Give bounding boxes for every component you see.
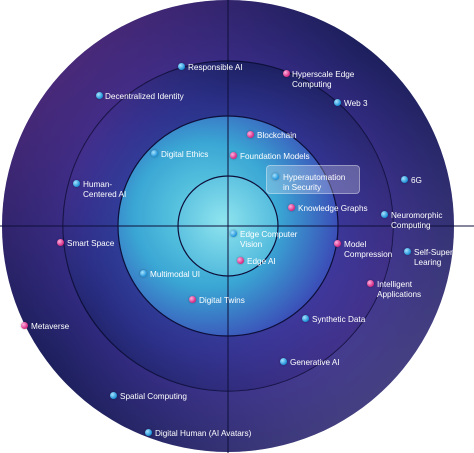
dot-6g (401, 176, 408, 183)
label-neuromorphic-computing: Neuromorphic Computing (391, 211, 443, 230)
label-metaverse: Metaverse (31, 322, 70, 331)
dot-self-supervised-learning (404, 248, 411, 255)
dot-foundation-models (230, 152, 237, 159)
dot-hyperscale-edge-computing (283, 70, 290, 77)
dot-knowledge-graphs (288, 204, 295, 211)
label-blockchain: Blockchain (257, 131, 297, 140)
dot-metaverse (21, 322, 28, 329)
label-decentralized-identity: Decentralized Identity (105, 92, 184, 101)
label-knowledge-graphs: Knowledge Graphs (298, 204, 368, 213)
dot-multimodal-ui (140, 270, 147, 277)
dot-hyperautomation-in-security (272, 173, 279, 180)
label-edge-computer-vision: Edge Computer Vision (240, 230, 298, 249)
dot-digital-twins (189, 296, 196, 303)
dot-edge-computer-vision (230, 230, 237, 237)
label-edge-ai: Edge AI (247, 257, 276, 266)
dot-digital-human (145, 429, 152, 436)
label-spatial-computing: Spatial Computing (120, 392, 187, 401)
label-self-supervised-learning: Self-Super Learing (414, 248, 453, 267)
label-synthetic-data: Synthetic Data (312, 315, 366, 324)
dot-generative-ai (280, 358, 287, 365)
label-digital-human: Digital Human (AI Avatars) (155, 429, 252, 438)
dot-model-compression (334, 240, 341, 247)
highlight-box (266, 165, 360, 194)
label-6g: 6G (411, 176, 422, 185)
label-smart-space: Smart Space (67, 239, 115, 248)
dot-human-centered-ai (73, 180, 80, 187)
dot-responsible-ai (178, 63, 185, 70)
dot-intelligent-applications (367, 280, 374, 287)
label-model-compression: Model Compression (344, 240, 393, 259)
dot-decentralized-identity (96, 92, 103, 99)
label-intelligent-applications: Intelligent Applications (377, 280, 422, 299)
label-foundation-models: Foundation Models (240, 152, 310, 161)
dot-neuromorphic-computing (381, 211, 388, 218)
dot-edge-ai (237, 257, 244, 264)
dot-web-3 (334, 99, 341, 106)
dot-blockchain (247, 131, 254, 138)
label-multimodal-ui: Multimodal UI (150, 270, 201, 279)
dot-synthetic-data (302, 315, 309, 322)
dot-spatial-computing (110, 392, 117, 399)
label-human-centered-ai: Human- Centered AI (83, 180, 127, 199)
dot-digital-ethics (151, 150, 158, 157)
label-digital-twins: Digital Twins (199, 296, 245, 305)
label-responsible-ai: Responsible AI (188, 63, 243, 72)
label-generative-ai: Generative AI (290, 358, 340, 367)
label-web-3: Web 3 (344, 99, 368, 108)
label-hyperscale-edge-computing: Hyperscale Edge Computing (292, 70, 355, 89)
label-hyperautomation-in-security: Hyperautomation in Security (283, 173, 346, 192)
label-digital-ethics: Digital Ethics (161, 150, 209, 159)
dot-smart-space (57, 239, 64, 246)
